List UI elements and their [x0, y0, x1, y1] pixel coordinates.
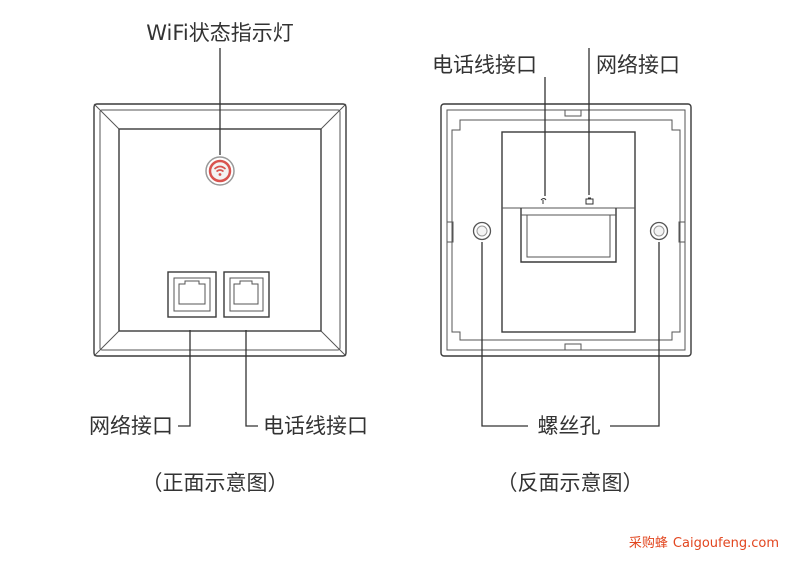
front-bevel-tl — [93, 103, 120, 130]
back-right-clip — [678, 221, 686, 243]
front-bevel-tr — [320, 103, 347, 130]
front-phone-port-label: 电话线接口 — [263, 414, 368, 438]
back-module-box — [501, 131, 636, 333]
back-network-port-icon — [585, 197, 594, 205]
front-network-leader-line — [178, 330, 191, 427]
back-outer-frame — [440, 103, 692, 357]
screw-left-leader-line — [481, 242, 528, 427]
front-network-port-label: 网络接口 — [89, 414, 173, 438]
screw-hole-label: 螺丝孔 — [538, 414, 601, 438]
back-connector-block — [520, 208, 617, 263]
screw-hole-right-icon — [649, 221, 669, 241]
front-network-port-icon — [167, 271, 217, 318]
front-panel — [93, 48, 347, 427]
back-bottom-tab — [564, 343, 582, 351]
back-panel — [440, 48, 692, 427]
watermark: 采购蜂 Caigoufeng.com — [629, 535, 779, 551]
front-bevel-bl — [93, 330, 120, 357]
front-phone-port-icon — [223, 271, 270, 318]
back-caption: （反面示意图） — [497, 471, 644, 495]
back-stepped-plate — [451, 119, 681, 341]
back-phone-port-label: 电话线接口 — [432, 53, 537, 77]
back-phone-port-icon — [540, 198, 547, 204]
front-phone-leader-line — [245, 330, 258, 427]
wifi-indicator-label: WiFi状态指示灯 — [146, 21, 294, 45]
front-caption: （正面示意图） — [142, 471, 289, 495]
back-left-clip — [446, 221, 454, 243]
wifi-indicator-icon — [205, 156, 235, 186]
screw-right-leader-line — [610, 242, 660, 427]
back-connector-face — [526, 214, 611, 258]
back-top-tab — [564, 109, 582, 117]
back-network-port-label: 网络接口 — [596, 53, 680, 77]
watermark-brand: 采购蜂 — [629, 535, 668, 551]
watermark-site: Caigoufeng.com — [673, 536, 779, 551]
screw-hole-left-icon — [472, 221, 492, 241]
front-bevel-br — [320, 330, 347, 357]
